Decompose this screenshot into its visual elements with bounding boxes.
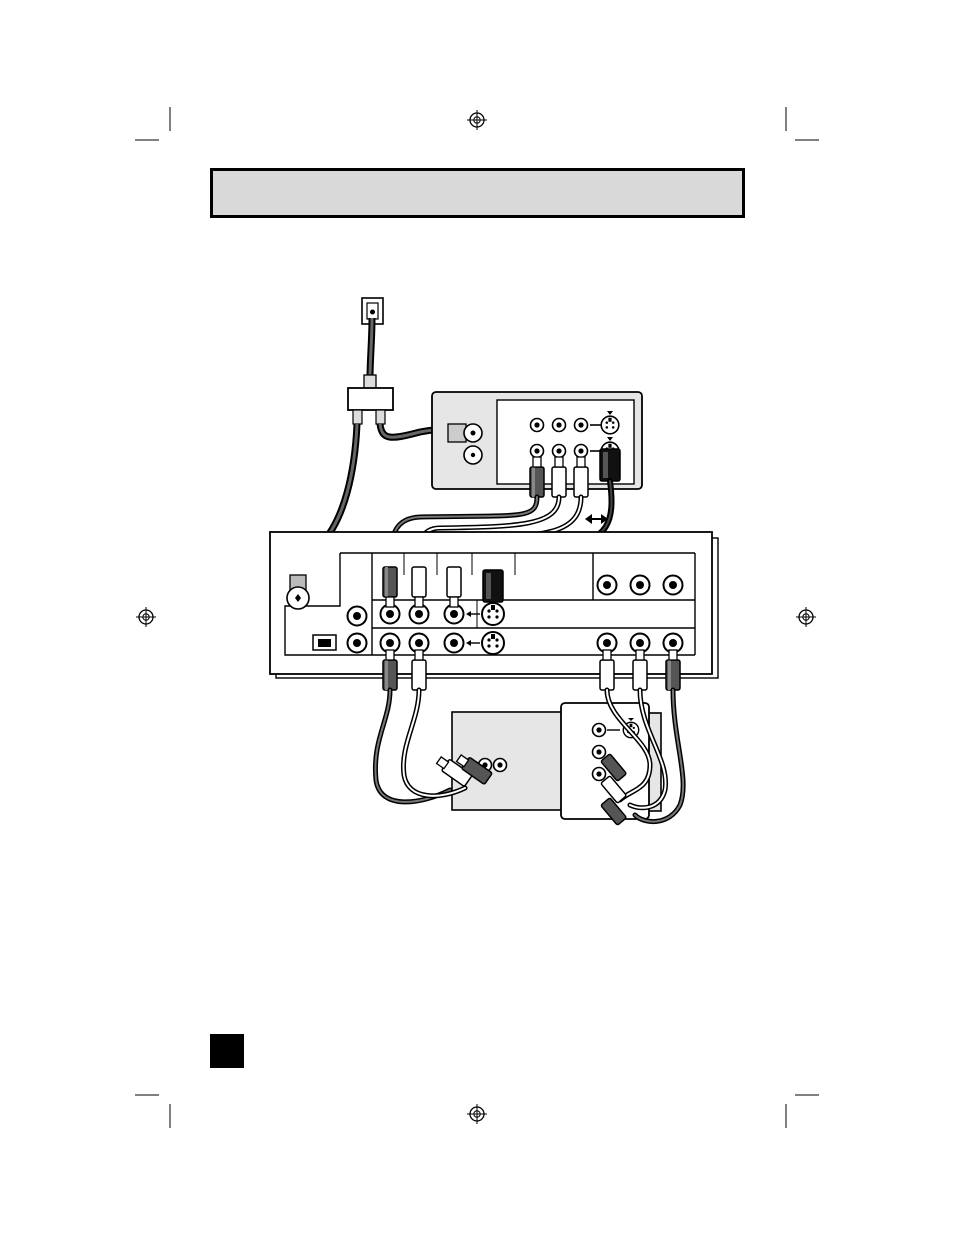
- antenna-cable: [370, 318, 372, 378]
- vcr-svideo-plug: [600, 449, 620, 481]
- tv-svideo-in-plug: [483, 570, 503, 602]
- tv-back-panel: [270, 532, 718, 678]
- rf-splitter-icon: [348, 375, 393, 424]
- network-port-icon: [313, 635, 336, 650]
- double-arrow-icon: [585, 514, 608, 524]
- tv-antenna-input: [287, 575, 309, 609]
